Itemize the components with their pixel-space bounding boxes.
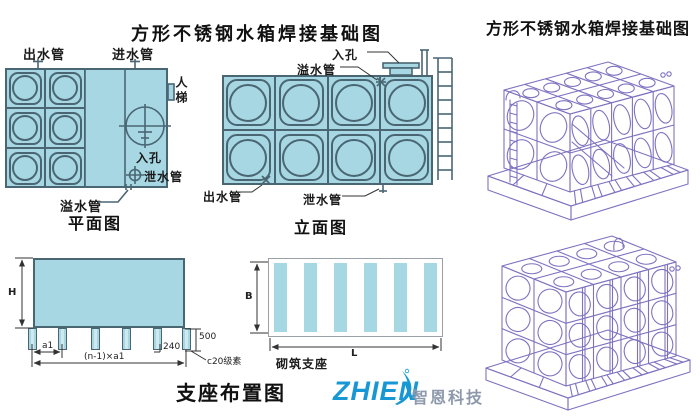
page-title-right: 方形不锈钢水箱焊接基础图 <box>486 21 691 38</box>
dim-support-500: 500 <box>199 332 217 342</box>
dim-support-a1: a1 <box>42 341 54 351</box>
dim-support-span: (n-1)×a1 <box>84 352 125 362</box>
tank-cell <box>380 130 433 185</box>
tank-cell-circle <box>12 75 38 101</box>
tank-cell-circle <box>282 138 321 177</box>
tank-cell-circle <box>387 138 426 177</box>
tank-cell-panel <box>384 79 430 126</box>
support-leg <box>153 328 162 350</box>
tank-cell-panel <box>331 79 377 126</box>
tank-cell-circle <box>52 155 78 181</box>
label-plan-ladder: 人梯 <box>174 76 188 106</box>
tank-cell <box>5 68 45 108</box>
tank-cell-circle <box>52 75 78 101</box>
support-leg <box>28 328 37 350</box>
tank-cell-panel <box>278 79 324 126</box>
masonry-outline <box>268 258 443 337</box>
dim-support-height: H <box>8 287 17 298</box>
support-tank-block <box>33 258 185 328</box>
tank-cell <box>45 148 85 188</box>
tank-cell-circle <box>387 83 426 122</box>
tank-cell-circle <box>229 138 268 177</box>
tank-cell <box>380 75 433 130</box>
caption-support-view: 支座布置图 <box>176 383 286 405</box>
tank-cell-panel <box>48 111 82 145</box>
tank-cell <box>45 108 85 148</box>
tank-cell-circle <box>12 115 38 141</box>
label-plan-outlet: 出水管 <box>23 47 66 62</box>
dim-support-240: 240 <box>163 342 181 352</box>
tank-cell <box>274 130 328 185</box>
tank-cell-circle <box>334 83 373 122</box>
label-elev-overflow: 溢水管 <box>297 63 337 77</box>
page-title-left: 方形不锈钢水箱焊接基础图 <box>131 24 383 44</box>
caption-elevation-view: 立面图 <box>294 220 349 237</box>
dim-masonry-b: B <box>245 291 253 302</box>
tank-cell <box>5 148 45 188</box>
tank-cell-panel <box>8 111 42 145</box>
wireframe-tank-top <box>487 61 689 221</box>
tank-cell-circle <box>229 83 268 122</box>
label-elev-outlet: 出水管 <box>203 190 243 204</box>
plan-cell-grid <box>5 68 85 188</box>
support-leg <box>182 328 191 350</box>
tank-cell-circle <box>52 115 78 141</box>
tank-cell-circle <box>282 83 321 122</box>
masonry-stripe <box>274 263 287 332</box>
elevation-cell-grid <box>222 75 433 185</box>
tank-cell-panel <box>8 71 42 105</box>
tank-cell-panel <box>331 134 377 181</box>
label-masonry-support: 砌筑支座 <box>276 357 329 371</box>
label-plan-overflow: 溢水管 <box>60 199 103 214</box>
wireframe-tank-bottom <box>485 235 691 411</box>
tank-cell-circle <box>12 155 38 181</box>
masonry-stripe <box>394 263 407 332</box>
caption-plan-view: 平面图 <box>68 216 123 233</box>
masonry-stripe <box>424 263 437 332</box>
tank-cell <box>327 130 381 185</box>
tank-cell-panel <box>48 151 82 185</box>
logo-brand-text: ZHIEN <box>333 376 419 406</box>
logo-company-text: 智恩科技 <box>412 390 485 407</box>
tank-cell-panel <box>278 134 324 181</box>
tank-cell <box>5 108 45 148</box>
label-plan-drain: 泄水管 <box>144 170 184 184</box>
tank-cell <box>274 75 328 130</box>
masonry-stripe <box>334 263 347 332</box>
tank-cell <box>222 130 275 185</box>
tank-cell <box>222 75 275 130</box>
tank-cell-panel <box>225 79 271 126</box>
label-plan-manhole: 入孔 <box>136 151 163 165</box>
tank-cell-panel <box>8 151 42 185</box>
masonry-stripe <box>304 263 317 332</box>
tank-cell-circle <box>334 138 373 177</box>
tank-cell <box>45 68 85 108</box>
label-elev-drain: 泄水管 <box>303 193 343 207</box>
support-leg <box>122 328 131 350</box>
dim-masonry-l: L <box>351 348 358 359</box>
tank-cell-panel <box>384 134 430 181</box>
tank-cell-panel <box>48 71 82 105</box>
tank-cell <box>327 75 381 130</box>
dim-support-concrete: c20级素 <box>207 357 242 367</box>
support-leg <box>91 328 100 350</box>
masonry-stripe <box>364 263 377 332</box>
label-plan-inlet: 进水管 <box>112 47 155 62</box>
support-leg <box>58 328 67 350</box>
label-elev-manhole: 入孔 <box>332 48 359 62</box>
tank-cell-panel <box>225 134 271 181</box>
